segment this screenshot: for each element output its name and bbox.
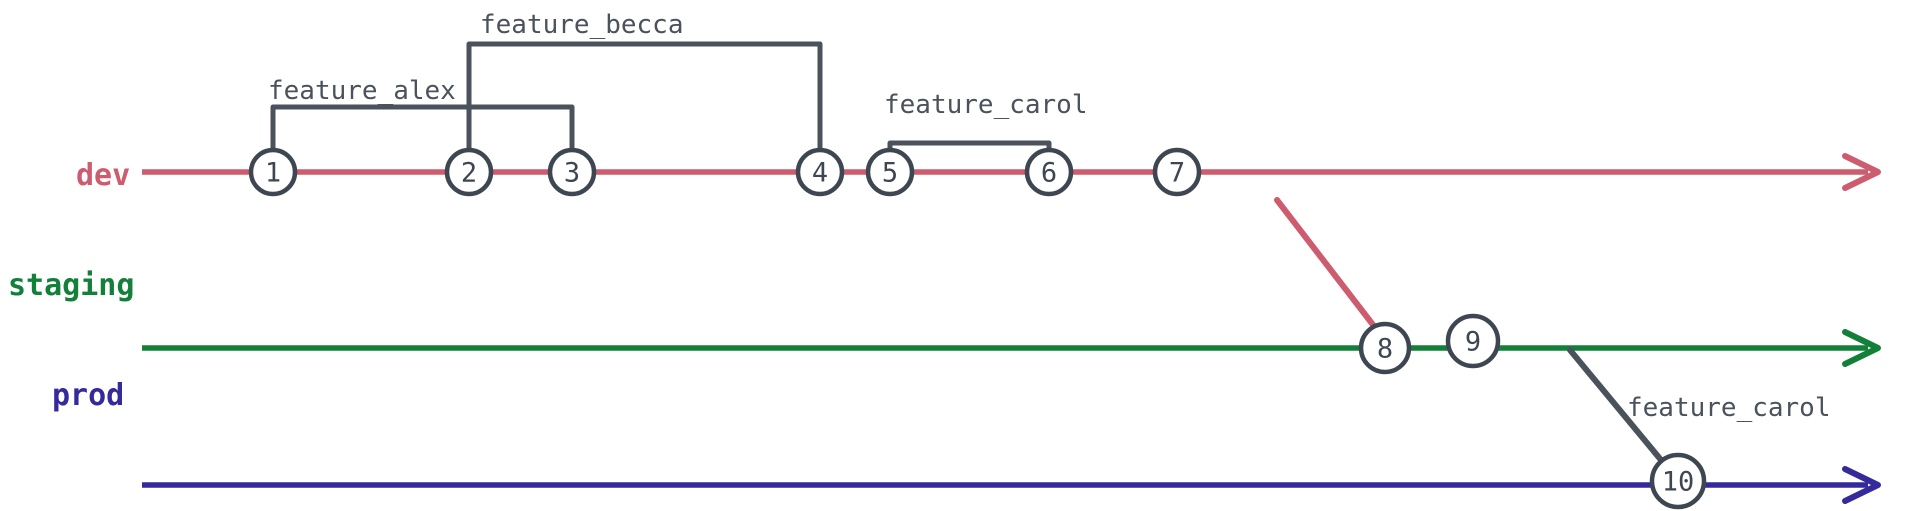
commit-node-2-label: 2 xyxy=(461,158,477,189)
commit-node-2[interactable]: 2 xyxy=(444,147,494,197)
branch-lines xyxy=(142,153,1881,504)
merge-edge-staging-to-prod xyxy=(1567,347,1669,469)
commit-node-3-label: 3 xyxy=(564,158,580,189)
commit-node-1-label: 1 xyxy=(265,158,281,189)
merge-edge-dev-to-staging xyxy=(1274,197,1380,333)
commit-node-6-label: 6 xyxy=(1041,158,1057,189)
commit-node-3[interactable]: 3 xyxy=(547,147,597,197)
arrow-head-prod xyxy=(1842,466,1881,504)
feature-brackets: feature_alex feature_becca feature_carol xyxy=(268,10,1088,153)
feature-bracket-feature_carol xyxy=(887,140,1052,153)
commit-node-8-label: 8 xyxy=(1377,334,1393,365)
branch-label-prod: prod xyxy=(52,378,124,413)
commit-node-5[interactable]: 5 xyxy=(865,147,915,197)
commit-node-9-label: 9 xyxy=(1465,327,1481,358)
commit-node-1[interactable]: 1 xyxy=(248,147,298,197)
commit-node-5-label: 5 xyxy=(882,158,898,189)
branch-label-dev: dev xyxy=(76,158,130,193)
arrow-head-dev xyxy=(1842,153,1881,191)
commit-node-10[interactable]: 10 xyxy=(1649,452,1707,510)
feature-label-feature_carol-dev: feature_carol xyxy=(884,90,1088,120)
commit-node-8[interactable]: 8 xyxy=(1358,321,1412,375)
commit-nodes: 1 2 3 4 5 6 7 xyxy=(248,147,1707,510)
merge-edges: feature_carol xyxy=(1274,197,1831,469)
commit-node-9[interactable]: 9 xyxy=(1445,313,1501,369)
feature-label-feature_carol-prod: feature_carol xyxy=(1627,393,1831,423)
feature-label-feature_becca: feature_becca xyxy=(480,10,684,40)
commit-node-6[interactable]: 6 xyxy=(1024,147,1074,197)
commit-node-7[interactable]: 7 xyxy=(1152,147,1202,197)
arrow-head-staging xyxy=(1842,329,1881,367)
feature-label-feature_alex: feature_alex xyxy=(268,76,456,106)
commit-node-4[interactable]: 4 xyxy=(795,147,845,197)
commit-node-7-label: 7 xyxy=(1169,158,1185,189)
feature-bracket-feature_alex xyxy=(270,104,575,153)
commit-node-4-label: 4 xyxy=(812,158,828,189)
branch-label-staging: staging xyxy=(8,268,134,303)
branch-name-labels: dev staging prod xyxy=(8,158,134,413)
feature-bracket-feature_becca xyxy=(466,41,823,153)
commit-node-10-label: 10 xyxy=(1662,467,1695,498)
